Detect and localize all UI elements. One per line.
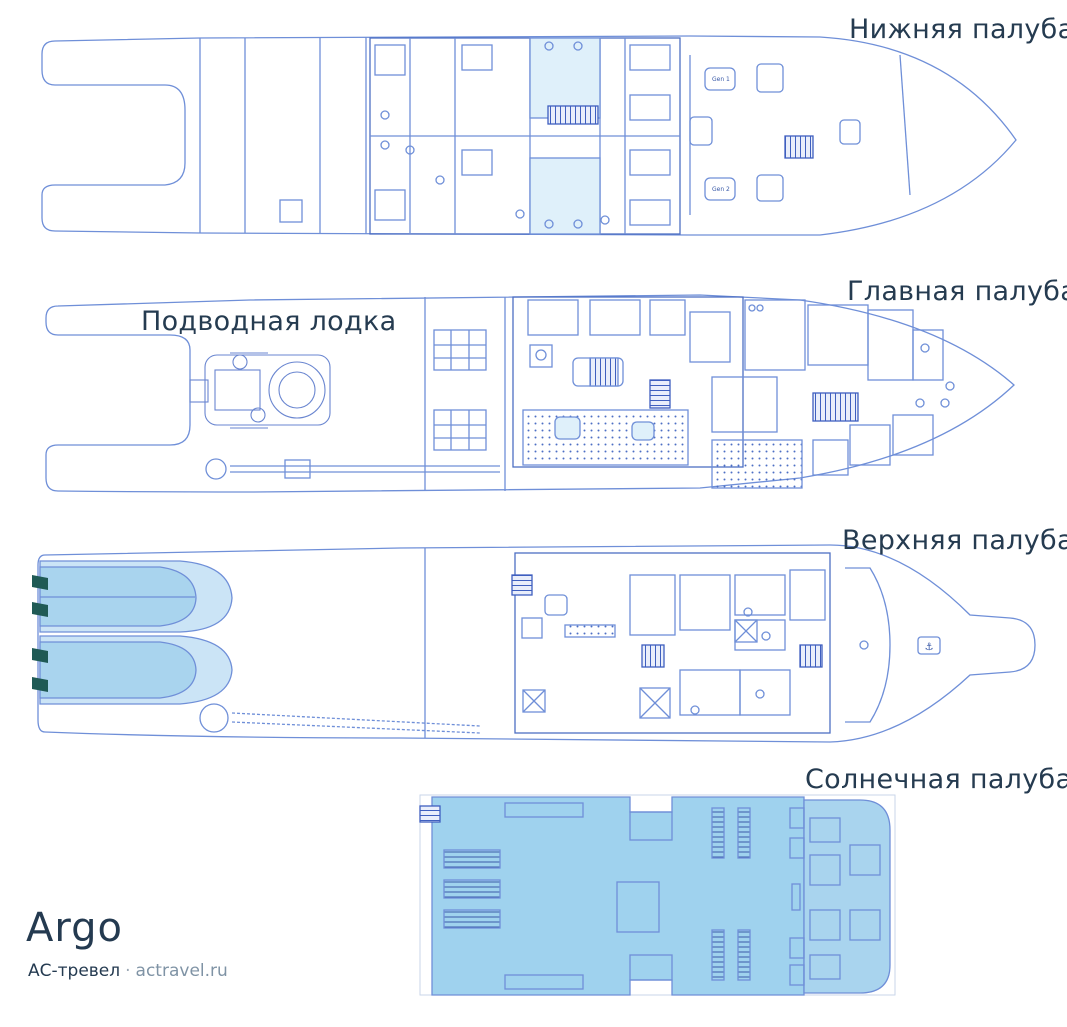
sun-deck-bow-area — [803, 799, 891, 994]
anchor-icon: ⚓ — [925, 642, 934, 653]
tender-bow-marker-2 — [32, 602, 48, 617]
sun-deck — [419, 794, 896, 996]
lower-deck — [41, 35, 1017, 236]
brand-name: Argo — [26, 905, 123, 951]
tender-bow-marker-1 — [32, 575, 48, 590]
main-deck-hull — [45, 294, 1015, 493]
brand-company: АС-тревел — [28, 961, 121, 981]
tender-1 — [39, 560, 233, 633]
submarine-label: Подводная лодка — [141, 306, 397, 337]
gen1-label: Gen 1 — [712, 76, 730, 83]
submarine-drawing — [189, 352, 331, 429]
tender-2 — [39, 635, 233, 705]
upper-deck-label: Верхняя палуба — [842, 525, 1067, 556]
sun-bow-seating — [789, 807, 881, 986]
brand-site: actravel.ru — [135, 961, 228, 981]
sun-deck-label: Солнечная палуба — [805, 764, 1067, 795]
sun-loungers-left — [443, 849, 501, 929]
tender-bow-marker-4 — [32, 677, 48, 692]
brand-separator: · — [125, 961, 131, 981]
main-deck-label: Главная палуба — [847, 276, 1067, 307]
gen2-label: Gen 2 — [712, 186, 730, 193]
brand-tagline: АС-тревел·actravel.ru — [28, 961, 228, 981]
lower-deck-label: Нижняя палуба — [849, 14, 1067, 45]
tender-bow-marker-3 — [32, 648, 48, 663]
upper-deck — [32, 544, 1036, 743]
main-deck — [45, 294, 1015, 493]
sun-deck-outline — [419, 794, 896, 996]
upper-deck-hull — [37, 544, 1036, 743]
lower-deck-hull — [41, 35, 1017, 236]
sun-loungers-right — [711, 807, 751, 981]
main-aft-chairs — [433, 329, 487, 451]
